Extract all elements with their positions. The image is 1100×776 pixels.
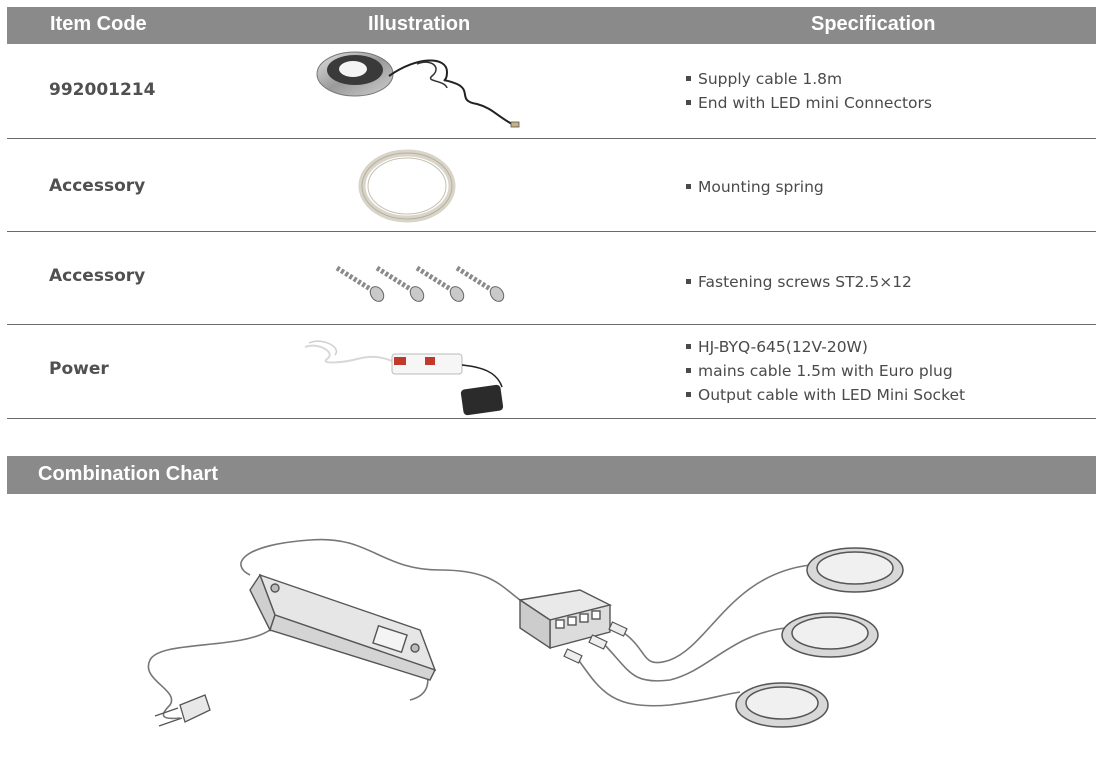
- table-row: 992001214 Supply cable 1.8m End with LED…: [7, 44, 1096, 139]
- table-header: Item Code Illustration Specification: [7, 7, 1096, 44]
- screw-icon: [335, 265, 385, 302]
- screw-icon: [455, 265, 505, 302]
- distribution-hub: [518, 589, 613, 650]
- led-downlight-icon: [781, 612, 879, 658]
- screw-icon: [375, 265, 425, 302]
- combination-chart-header: Combination Chart: [7, 456, 1096, 494]
- screw-icon: [415, 265, 465, 302]
- led-driver-box: [249, 573, 437, 681]
- combination-diagram: [147, 538, 904, 728]
- spec-item: Fastening screws ST2.5×12: [686, 270, 912, 294]
- spec-item: Mounting spring: [686, 175, 824, 199]
- header-illustration: Illustration: [368, 13, 471, 35]
- fastening-screws-image: [335, 265, 505, 302]
- spec-list: Supply cable 1.8m End with LED mini Conn…: [686, 67, 932, 115]
- spec-list: Fastening screws ST2.5×12: [686, 270, 912, 294]
- header-item-code: Item Code: [50, 13, 147, 35]
- spec-list: Mounting spring: [686, 175, 824, 199]
- led-downlight-icon: [806, 547, 904, 593]
- item-code: Accessory: [49, 266, 146, 286]
- downlight-with-cable-image: [316, 51, 520, 128]
- table-row: Accessory Mounting spring: [7, 139, 1096, 232]
- table-row: Accessory Fastening screws ST2.5×12: [7, 232, 1096, 325]
- header-specification: Specification: [811, 13, 936, 35]
- mini-connector-icon: [563, 621, 628, 664]
- spec-item: HJ-BYQ-645(12V-20W): [686, 335, 965, 359]
- led-downlight-icon: [735, 682, 829, 728]
- item-code: Accessory: [49, 176, 146, 196]
- item-code: 992001214: [49, 80, 156, 100]
- spec-item: Supply cable 1.8m: [686, 67, 932, 91]
- item-code: Power: [49, 359, 109, 379]
- mounting-spring-image: [358, 149, 456, 223]
- combination-chart-title: Combination Chart: [38, 463, 218, 485]
- spec-item: mains cable 1.5m with Euro plug: [686, 359, 965, 383]
- spec-list: HJ-BYQ-645(12V-20W) mains cable 1.5m wit…: [686, 335, 965, 407]
- spec-item: Output cable with LED Mini Socket: [686, 383, 965, 407]
- table-row: Power HJ-BYQ-645(12V-20W) mains cable 1.…: [7, 325, 1096, 419]
- led-driver-image: [304, 340, 504, 416]
- euro-plug-icon: [154, 694, 211, 727]
- spec-item: End with LED mini Connectors: [686, 91, 932, 115]
